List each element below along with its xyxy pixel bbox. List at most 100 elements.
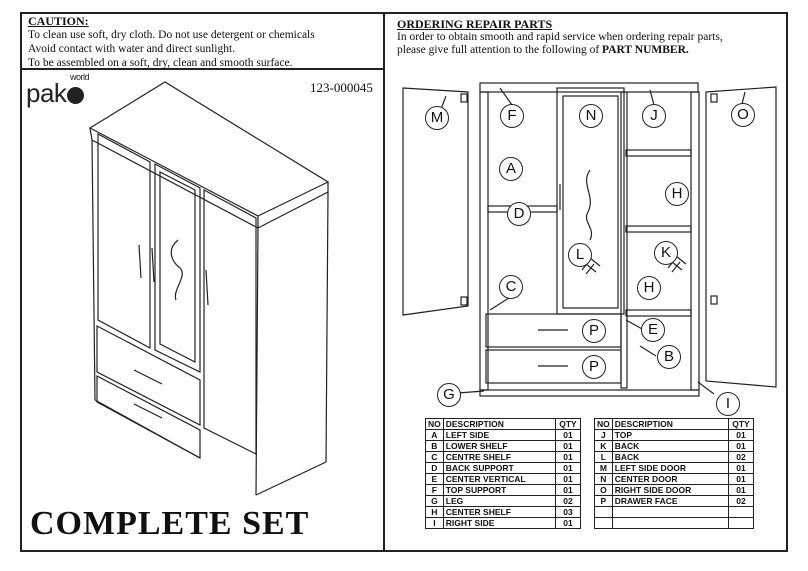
table-cell-qty: 02 bbox=[555, 495, 581, 507]
part-label-n: N bbox=[579, 104, 603, 128]
table-cell-description: LEFT SIDE bbox=[442, 429, 557, 441]
table-cell-no: B bbox=[425, 440, 444, 452]
col-description-header: DESCRIPTION bbox=[611, 418, 730, 430]
right-shelf-2 bbox=[625, 225, 692, 233]
table-cell-qty: 01 bbox=[555, 517, 581, 529]
table-cell-qty: 01 bbox=[728, 484, 754, 496]
table-cell-no: G bbox=[425, 495, 444, 507]
caution-line: To clean use soft, dry cloth. Do not use… bbox=[28, 29, 315, 41]
wardrobe-bottom-side bbox=[255, 461, 327, 496]
table-cell-no: J bbox=[594, 429, 613, 441]
part-label-i: I bbox=[716, 392, 740, 416]
table-cell-qty: 02 bbox=[728, 495, 754, 507]
col-no-header: NO bbox=[425, 418, 444, 430]
table-cell-qty: 01 bbox=[555, 429, 581, 441]
part-label-m: M bbox=[425, 106, 449, 130]
left-door-outline bbox=[97, 132, 151, 350]
col-description-header: DESCRIPTION bbox=[442, 418, 557, 430]
right-door-handle bbox=[205, 269, 209, 306]
ordering-line: In order to obtain smooth and rapid serv… bbox=[397, 31, 723, 43]
part-label-c: C bbox=[499, 275, 523, 299]
cabinet-base bbox=[479, 389, 700, 397]
table-cell-qty: 01 bbox=[728, 473, 754, 485]
brand-logo: pak world bbox=[26, 72, 90, 109]
mirror-reflection bbox=[170, 239, 183, 301]
table-cell-no: H bbox=[425, 506, 444, 518]
table-cell-qty: 01 bbox=[555, 462, 581, 474]
leader-line bbox=[741, 91, 746, 105]
center-divider bbox=[383, 12, 385, 552]
part-label-h: H bbox=[665, 182, 689, 206]
ordering-line: please give full attention to the follow… bbox=[397, 44, 782, 57]
left-side-door bbox=[402, 87, 469, 316]
right-door-outline bbox=[203, 188, 257, 455]
table-cell-description: TOP SUPPORT bbox=[442, 484, 557, 496]
center-vertical bbox=[620, 91, 628, 389]
leader-line bbox=[649, 89, 655, 106]
table-cell-qty bbox=[728, 517, 754, 529]
cabinet-left-side bbox=[479, 91, 489, 391]
exploded-diagram bbox=[402, 82, 777, 397]
table-cell-description: CENTER DOOR bbox=[611, 473, 730, 485]
part-label-p: P bbox=[582, 319, 606, 343]
cabinet-top bbox=[479, 82, 699, 93]
table-header-row: NO DESCRIPTION QTY bbox=[425, 418, 581, 430]
wardrobe-left-edge bbox=[91, 139, 96, 401]
complete-set-heading: COMPLETE SET bbox=[30, 505, 310, 542]
table-cell-no: E bbox=[425, 473, 444, 485]
table-cell-description: DRAWER FACE bbox=[611, 495, 730, 507]
right-shelf-1 bbox=[625, 149, 692, 157]
door-hinge bbox=[460, 296, 468, 306]
caution-title: CAUTION: bbox=[28, 14, 89, 28]
table-cell-no: D bbox=[425, 462, 444, 474]
part-label-a: A bbox=[499, 157, 523, 181]
ordering-line-text: please give full attention to the follow… bbox=[397, 44, 600, 56]
table-cell-description: BACK bbox=[611, 451, 730, 463]
table-cell-description: CENTRE SHELF bbox=[442, 451, 557, 463]
leader-line bbox=[639, 345, 657, 357]
table-cell-description: LOWER SHELF bbox=[442, 440, 557, 452]
table-header-row: NO DESCRIPTION QTY bbox=[594, 418, 754, 430]
logo-text: pak bbox=[26, 78, 67, 108]
table-cell-description: LEG bbox=[442, 495, 557, 507]
table-cell-no: F bbox=[425, 484, 444, 496]
table-cell-description bbox=[611, 506, 730, 518]
table-cell-qty bbox=[728, 506, 754, 518]
wardrobe-illustration bbox=[88, 81, 330, 496]
table-cell-no: L bbox=[594, 451, 613, 463]
model-number: 123-000045 bbox=[310, 80, 373, 95]
leader-line bbox=[697, 381, 715, 395]
table-cell-no: P bbox=[594, 495, 613, 507]
right-shelf-3 bbox=[625, 309, 692, 317]
leader-line bbox=[499, 87, 513, 106]
table-cell-no bbox=[594, 506, 613, 518]
part-label-b: B bbox=[657, 345, 681, 369]
table-cell-description: BACK SUPPORT bbox=[442, 462, 557, 474]
ordering-section: ORDERING REPAIR PARTS In order to obtain… bbox=[397, 18, 782, 57]
lower-drawer bbox=[96, 375, 201, 460]
table-cell-no bbox=[594, 517, 613, 529]
caution-box: CAUTION: To clean use soft, dry cloth. D… bbox=[20, 12, 385, 70]
col-no-header: NO bbox=[594, 418, 613, 430]
part-label-o: O bbox=[731, 103, 755, 127]
ordering-title: ORDERING REPAIR PARTS bbox=[397, 17, 553, 31]
table-cell-no: I bbox=[425, 517, 444, 529]
center-door-handle bbox=[151, 247, 155, 283]
caution-line: Avoid contact with water and direct sunl… bbox=[28, 43, 236, 55]
page-frame bbox=[20, 12, 788, 552]
logo-world-text: world bbox=[70, 72, 90, 82]
table-cell-description: RIGHT SIDE DOOR bbox=[611, 484, 730, 496]
door-hinge bbox=[710, 93, 718, 103]
